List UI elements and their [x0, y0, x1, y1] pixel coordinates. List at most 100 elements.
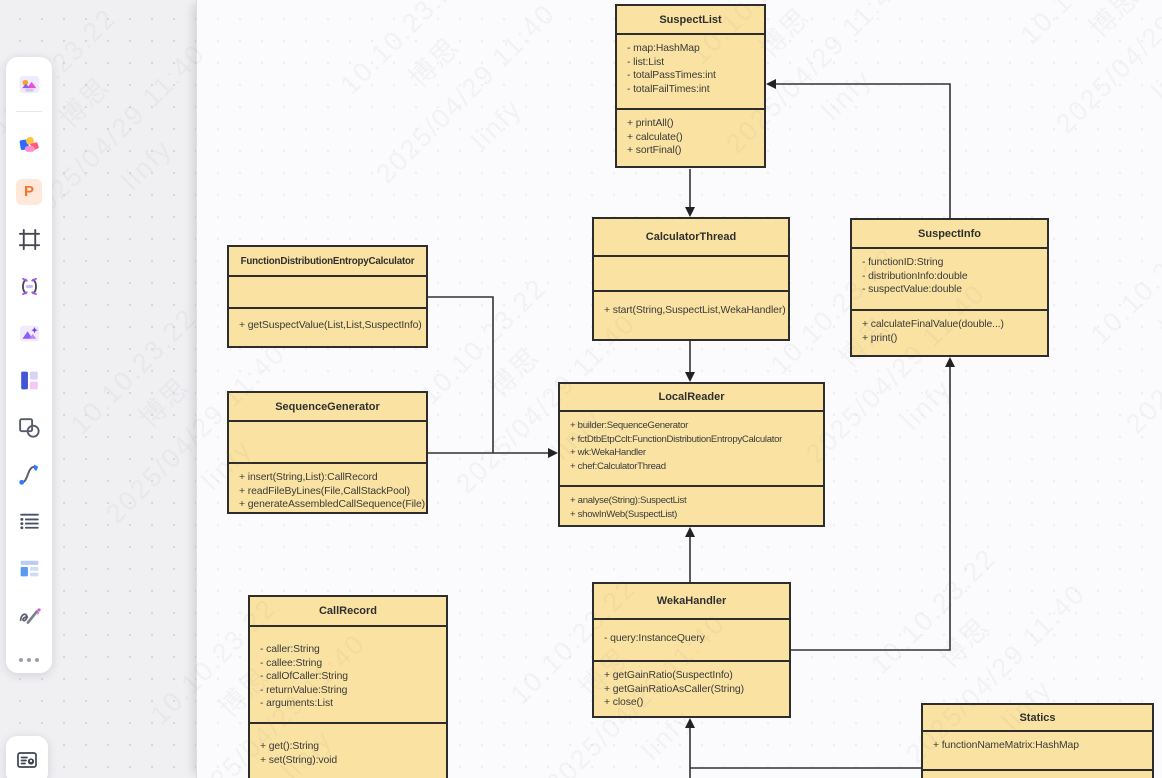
class-member: - suspectValue:double [862, 284, 962, 295]
class-title-text: CalculatorThread [645, 231, 737, 243]
uml-class-calculatorthread[interactable]: CalculatorThread + start(String,SuspectL… [592, 217, 790, 341]
class-member: + functionNameMatrix:HashMap [933, 740, 1079, 751]
kanban-columns-icon [20, 371, 38, 390]
transform-connector-button[interactable] [14, 272, 44, 301]
class-attributes: + functionNameMatrix:HashMap [923, 730, 1152, 769]
class-methods: + start(String,SuspectList,WekaHandler) [594, 290, 788, 339]
class-member: + start(String,SuspectList,WekaHandler) [604, 305, 786, 316]
class-title-text: LocalReader [658, 391, 725, 403]
class-title-text: SuspectList [659, 13, 722, 26]
minimap-notes-icon [17, 752, 37, 768]
frame-icon [18, 228, 40, 250]
assets-templates-button[interactable] [14, 70, 44, 99]
arrowheads [548, 79, 955, 728]
freehand-draw-icon [19, 608, 41, 624]
class-member: + set(String):void [260, 754, 338, 766]
uml-class-callrecord[interactable]: CallRecord - caller:String - callee:Strin… [248, 595, 448, 778]
shapes-button[interactable] [14, 413, 44, 442]
layout-blocks-button[interactable] [14, 554, 44, 583]
kanban-columns-button[interactable] [14, 366, 44, 395]
connector-wekahandler-suspectinfo[interactable] [791, 364, 951, 651]
connector-entropycalculator-localreader[interactable] [428, 296, 494, 453]
class-member: - caller:String [260, 644, 320, 655]
class-attributes: - caller:String- callee:String- callOfCa… [250, 625, 446, 722]
uml-class-entropycalculator[interactable]: FunctionDistributionEntropyCalculator + … [227, 245, 428, 348]
class-title: SequenceGenerator [229, 393, 426, 420]
class-member: + readFileByLines(File,CallStackPool) [239, 485, 410, 497]
charts-shapes-button[interactable] [14, 130, 44, 159]
class-title: Statics [923, 705, 1152, 730]
class-member: + getSuspectValue(List,List,SuspectInfo) [239, 320, 422, 331]
class-member: - arguments:List [260, 698, 333, 709]
class-title-text: SuspectInfo [918, 227, 981, 240]
uml-class-statics[interactable]: Statics + functionNameMatrix:HashMap [921, 703, 1154, 778]
outline-list-button[interactable] [14, 507, 44, 536]
curve-connector-button[interactable] [14, 460, 44, 489]
uml-class-suspectinfo[interactable]: SuspectInfo - functionID:String - distrib… [850, 218, 1049, 357]
class-member: + insert(String,List):CallRecord [239, 472, 378, 483]
class-attributes [594, 255, 788, 290]
presentation-button[interactable]: P [14, 177, 44, 207]
class-title-text: CallRecord [318, 605, 378, 617]
class-member: + print() [862, 332, 898, 344]
frame-button[interactable] [14, 225, 44, 254]
class-member: + sortFinal() [627, 145, 682, 156]
more-button[interactable] [14, 648, 44, 673]
class-methods: + getGainRatio(SuspectInfo) + getGainRati… [594, 660, 789, 716]
charts-shapes-icon [19, 136, 39, 152]
connector-statics-wekahandler[interactable] [689, 725, 921, 778]
ppt-glyph: P [23, 183, 34, 201]
class-methods: + calculateFinalValue(double...)+ print(… [852, 309, 1047, 355]
uml-class-sequencegenerator[interactable]: SequenceGenerator + insert(String,List):… [227, 391, 428, 514]
class-member: + calculate() [627, 131, 683, 143]
class-member: - callee:String [260, 657, 323, 669]
curve-connector-icon [18, 464, 38, 485]
minimap-notes-button[interactable] [12, 745, 42, 775]
class-title: LocalReader [560, 384, 823, 410]
uml-class-wekahandler[interactable]: WekaHandler - query:InstanceQuery + getG… [592, 582, 791, 718]
transform-connector-icon [21, 277, 37, 295]
layout-blocks-icon [20, 560, 38, 577]
class-title-text: Statics [1019, 711, 1056, 724]
class-title: CallRecord [250, 597, 446, 625]
uml-class-suspectlist[interactable]: SuspectList - map:HashMap - list:List - to… [615, 4, 766, 168]
class-title: SuspectList [617, 6, 764, 33]
class-member: + getGainRatio(SuspectInfo) [604, 670, 733, 681]
shapes-icon [18, 418, 40, 438]
class-member: - query:InstanceQuery [604, 633, 705, 644]
class-member: - map:HashMap [627, 43, 700, 54]
uml-class-localreader[interactable]: LocalReader + builder:SequenceGenerator+… [558, 382, 825, 527]
class-attributes [229, 275, 426, 307]
class-title-text: FunctionDistributionEntropyCalculator [240, 255, 415, 267]
class-attributes: - functionID:String - distributionInfo:do… [852, 247, 1047, 309]
outline-list-icon [19, 513, 39, 529]
presentation-icon: P [16, 178, 42, 205]
class-member: - totalPassTimes:int [627, 70, 716, 81]
class-methods: + insert(String,List):CallRecord + readFi… [229, 462, 426, 512]
class-member: + get():String [260, 741, 319, 752]
class-methods: + printAll()+ calculate()+ sortFinal() [617, 108, 764, 166]
class-member: - list:List [627, 56, 665, 68]
class-attributes: + builder:SequenceGenerator + fctDtbEtpCc… [560, 410, 823, 485]
class-member: - distributionInfo:double [862, 270, 968, 282]
bottom-left-panel [6, 736, 48, 778]
class-member: + getGainRatioAsCaller(String) [604, 683, 744, 695]
class-methods: + get():String + set(String):void [250, 722, 446, 778]
connector-suspectinfo-suspectlist[interactable] [773, 83, 951, 218]
class-member: + analyse(String):SuspectList [570, 495, 687, 506]
ai-image-button[interactable] [14, 319, 44, 348]
class-title: CalculatorThread [594, 219, 788, 255]
class-member: - totalFailTimes:int [627, 83, 710, 95]
class-member: + builder:SequenceGenerator [570, 420, 689, 431]
freehand-draw-button[interactable] [14, 601, 44, 630]
class-member: + wk:WekaHandler [570, 447, 646, 458]
class-member: + fctDtbEtpCclt:FunctionDistributionEntr… [570, 433, 783, 445]
class-methods: + getSuspectValue(List,List,SuspectInfo) [229, 307, 426, 346]
class-title: FunctionDistributionEntropyCalculator [229, 247, 426, 275]
class-attributes: - query:InstanceQuery [594, 618, 789, 660]
class-member: - functionID:String [862, 257, 944, 268]
class-member: + close() [604, 697, 644, 708]
class-member: + showInWeb(SuspectList) [570, 508, 678, 520]
left-toolbar: P [6, 57, 52, 673]
